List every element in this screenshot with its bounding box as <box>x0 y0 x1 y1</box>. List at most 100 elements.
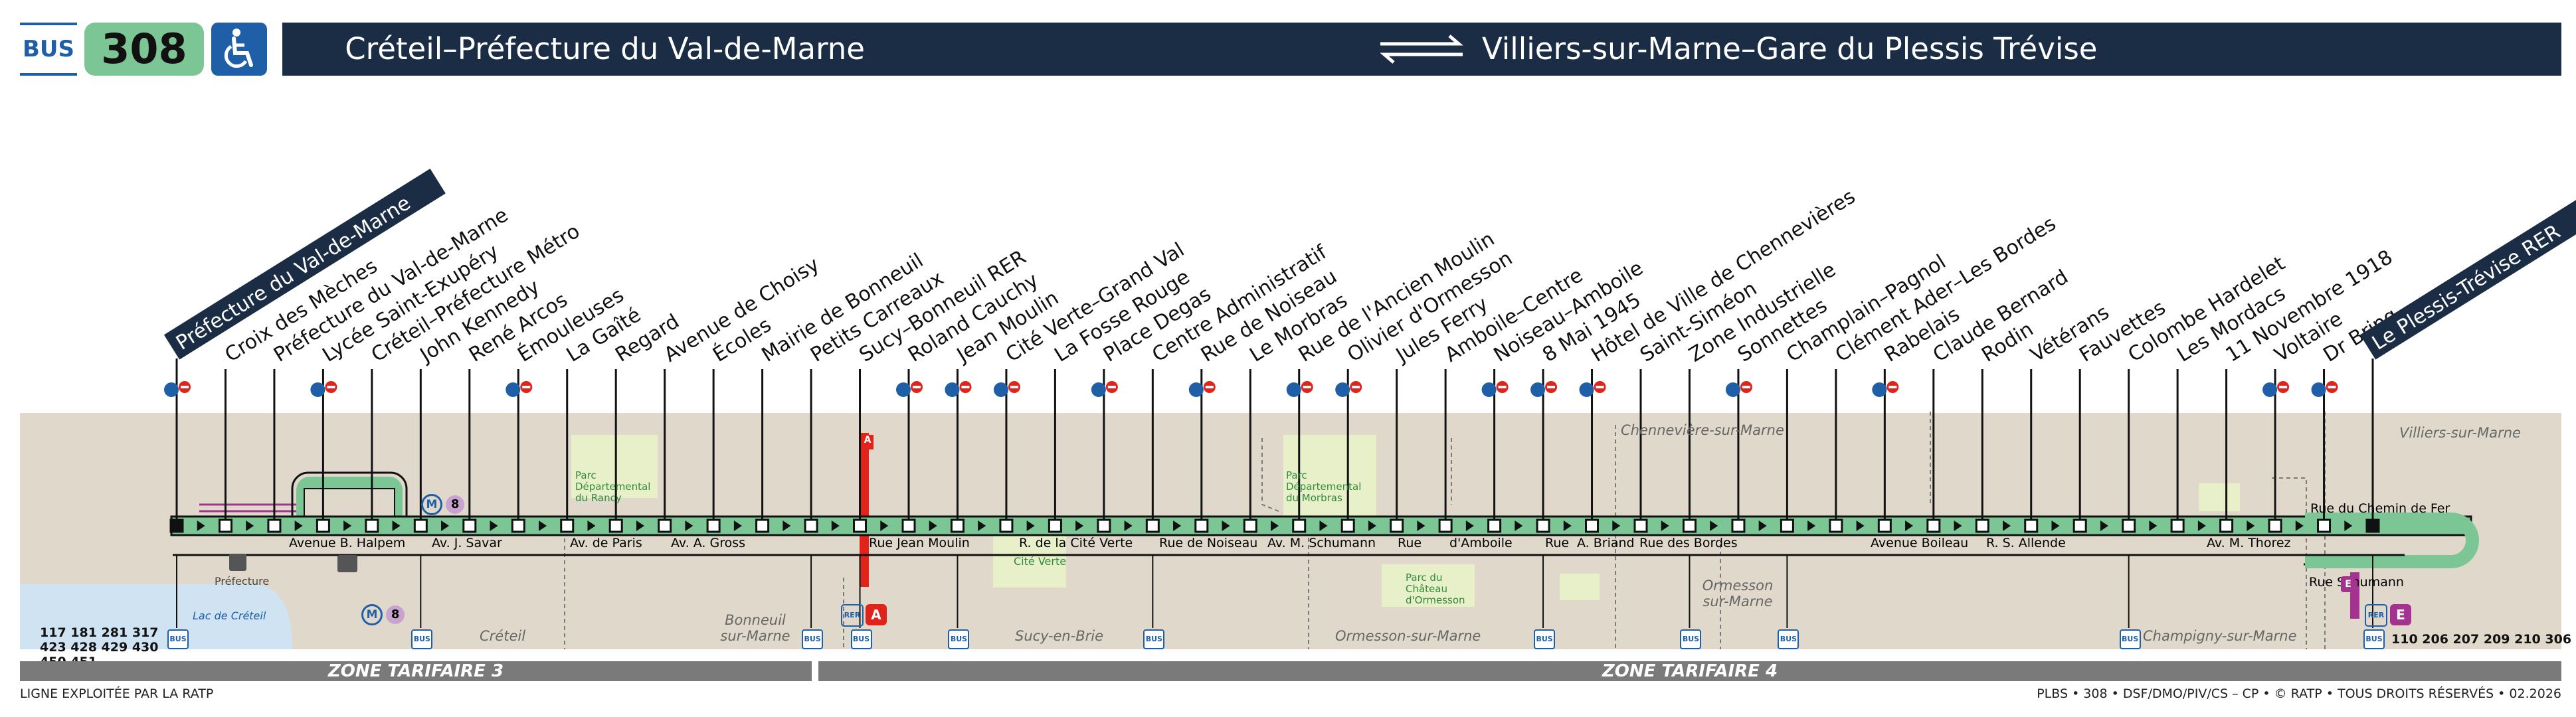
street-label: Rue de Noiseau <box>1159 536 1258 550</box>
stop-marker[interactable] <box>1633 518 1648 533</box>
bus-icon: BUS <box>802 629 824 649</box>
direction-arrow <box>392 520 401 531</box>
stop-marker[interactable] <box>1292 518 1307 533</box>
stop-marker[interactable] <box>658 518 672 533</box>
street-label: Rue Jean Moulin <box>869 536 970 550</box>
direction-arrow <box>929 520 937 531</box>
bus-icon: BUS <box>1778 629 1799 649</box>
street-label: Av. J. Savar <box>432 536 502 550</box>
direction-arrow <box>294 520 303 531</box>
bus-icon: BUS <box>1143 629 1165 649</box>
rer-icon: RER <box>2365 604 2387 627</box>
stop-marker[interactable] <box>2024 518 2039 533</box>
stop-marker[interactable] <box>1340 518 1355 533</box>
direction-arrow <box>2100 520 2108 531</box>
bus-icon: BUS <box>1680 629 1702 649</box>
two-way-arrows-icon <box>1375 33 1468 65</box>
stop-marker[interactable] <box>365 518 379 533</box>
stop-marker[interactable] <box>560 518 575 533</box>
origin-title: Créteil–Préfecture du Val-de-Marne <box>345 31 865 66</box>
stop-marker[interactable] <box>901 518 916 533</box>
street-label: Avenue B. Halpem <box>289 536 406 550</box>
rer-a-badge: A <box>866 604 887 625</box>
metro-8-badge: M 8 <box>421 494 465 515</box>
stop-marker[interactable] <box>1975 518 1989 533</box>
wheelchair-icon <box>1872 381 1899 397</box>
stop-marker[interactable] <box>804 518 818 533</box>
stop-marker[interactable] <box>267 518 282 533</box>
stop-marker[interactable] <box>2268 518 2282 533</box>
direction-arrow <box>587 520 596 531</box>
stop-marker[interactable] <box>1731 518 1746 533</box>
bus-icon: BUS <box>167 629 189 649</box>
stop-marker[interactable] <box>1926 518 1941 533</box>
stop-marker[interactable] <box>1487 518 1502 533</box>
stop-marker[interactable] <box>2072 518 2087 533</box>
park-ormesson <box>1382 564 1475 607</box>
direction-arrow <box>782 520 791 531</box>
stop-marker[interactable] <box>755 518 770 533</box>
direction-arrow <box>2197 520 2206 531</box>
prefecture-icon <box>229 554 246 571</box>
stop-marker[interactable] <box>413 518 428 533</box>
zone-tarifaire-3: ZONE TARIFAIRE 3 <box>20 661 812 681</box>
stop-marker[interactable] <box>1048 518 1062 533</box>
street-label: Rue <box>1545 536 1570 550</box>
stop-marker[interactable] <box>511 518 525 533</box>
stop-marker[interactable] <box>218 518 232 533</box>
town-label: Villiers-sur-Marne <box>2399 425 2521 441</box>
stop-marker[interactable] <box>1194 518 1209 533</box>
bus-icon: BUS <box>2119 629 2141 649</box>
town-label: Champigny-sur-Marne <box>2143 628 2297 644</box>
stop-marker[interactable] <box>1829 518 1843 533</box>
direction-arrow <box>1758 520 1767 531</box>
stop-marker[interactable] <box>950 518 965 533</box>
wheelchair-icon <box>211 23 267 76</box>
stop-markers <box>169 358 2380 628</box>
wheelchair-icon <box>1725 381 1752 397</box>
bus-icon: BUS <box>411 629 433 649</box>
direction-arrow <box>246 520 254 531</box>
stop-name[interactable]: Le Plessis-Trévise RER <box>2359 193 2576 360</box>
direction-arrow <box>1417 520 1426 531</box>
stop-marker[interactable] <box>608 518 623 533</box>
stop-marker[interactable] <box>2170 518 2185 533</box>
direction-arrow <box>197 520 205 531</box>
stop-marker[interactable] <box>1536 518 1550 533</box>
stop-marker[interactable] <box>999 518 1014 533</box>
street-label: Rue du Chemin de Fer <box>2310 501 2450 516</box>
stop-marker[interactable] <box>1145 518 1160 533</box>
stop-marker[interactable] <box>1780 518 1794 533</box>
stop-marker[interactable] <box>316 518 330 533</box>
metro-icon: M <box>361 604 383 625</box>
direction-arrow <box>636 520 644 531</box>
zone-tarifaire-4: ZONE TARIFAIRE 4 <box>818 661 2561 681</box>
bus-icon: BUS <box>2363 629 2385 649</box>
direction-arrow <box>1710 520 1718 531</box>
terminus-marker[interactable] <box>169 518 184 533</box>
stop-marker[interactable] <box>1097 518 1111 533</box>
rer-icon: RER <box>841 604 864 627</box>
stop-marker[interactable] <box>2122 518 2136 533</box>
direction-arrow <box>2051 520 2060 531</box>
park-rancy <box>571 435 658 498</box>
stop-marker[interactable] <box>1390 518 1404 533</box>
stop-marker[interactable] <box>853 518 868 533</box>
town-label: Chennevière-sur-Marne <box>1621 422 1784 438</box>
terminus-marker[interactable] <box>2365 518 2380 533</box>
town-label: Ormesson-sur-Marne <box>1335 628 1481 644</box>
stop-marker[interactable] <box>1243 518 1257 533</box>
stop-marker[interactable] <box>2317 518 2332 533</box>
direction-arrow <box>343 520 352 531</box>
stop-marker[interactable] <box>2219 518 2234 533</box>
direction-arrow <box>1807 520 1816 531</box>
stop-marker[interactable] <box>1877 518 1892 533</box>
stop-marker[interactable] <box>1585 518 1600 533</box>
park-small-2 <box>2199 483 2240 511</box>
stop-marker[interactable] <box>1438 518 1453 533</box>
place-label: Parc Départemental du Rancy <box>575 469 651 504</box>
stop-marker[interactable] <box>706 518 721 533</box>
stop-marker[interactable] <box>462 518 477 533</box>
stop-marker[interactable] <box>1682 518 1697 533</box>
